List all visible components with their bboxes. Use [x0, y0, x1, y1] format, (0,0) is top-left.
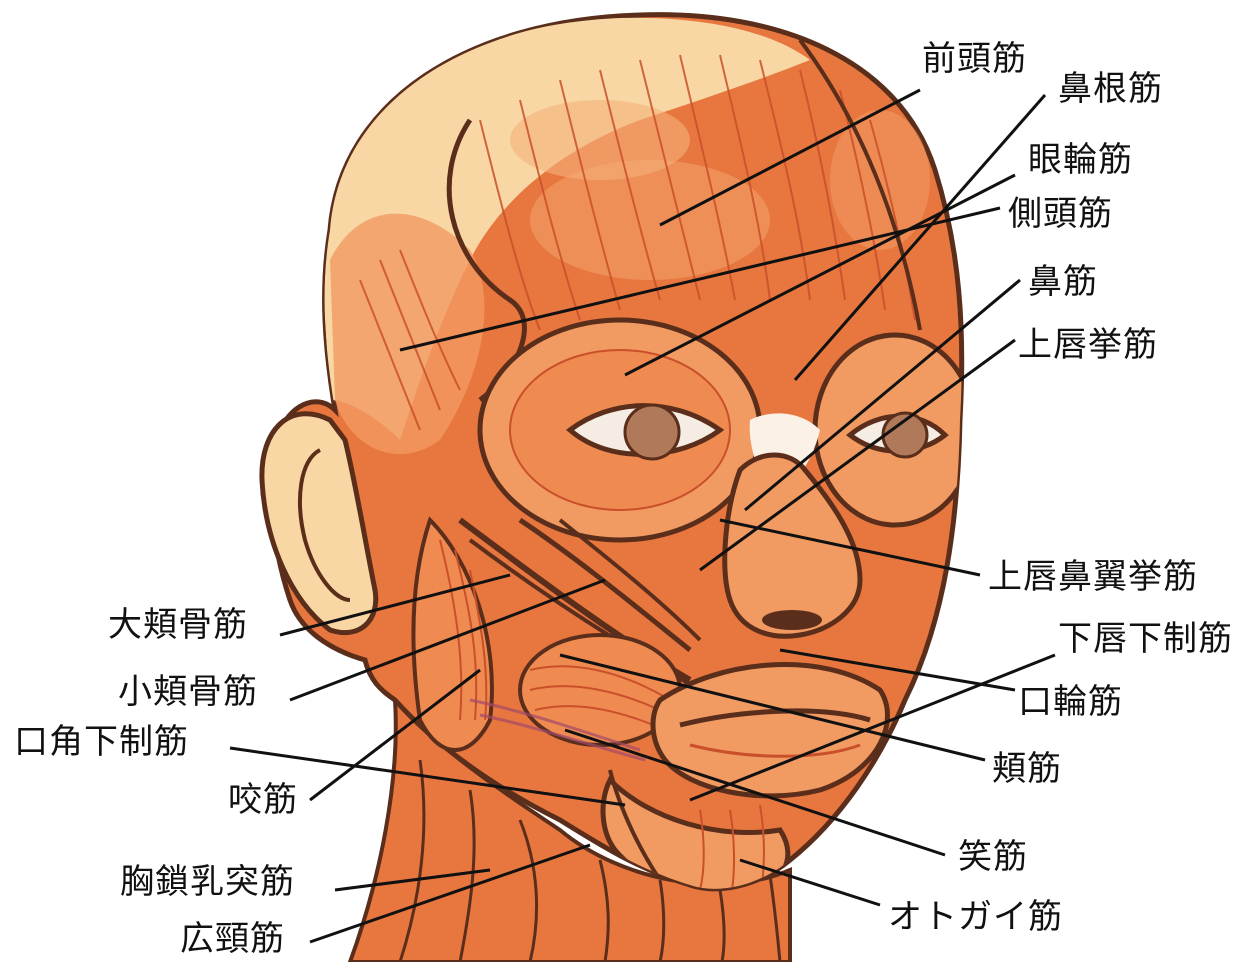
label-depressor-anguli-oris: 口角下制筋	[14, 725, 189, 759]
mouth	[653, 665, 887, 796]
label-depressor-labii-inferioris: 下唇下制筋	[1058, 622, 1233, 656]
label-masseter: 咬筋	[228, 783, 298, 817]
label-procerus: 鼻根筋	[1058, 72, 1163, 106]
label-frontalis: 前頭筋	[922, 42, 1027, 76]
label-orbicularis-oculi: 眼輪筋	[1028, 143, 1133, 177]
label-mentalis: オトガイ筋	[888, 900, 1063, 934]
label-nasalis: 鼻筋	[1028, 265, 1098, 299]
label-orbicularis-oris: 口輪筋	[1018, 685, 1123, 719]
label-platysma: 広頸筋	[180, 922, 285, 956]
label-buccinator: 頬筋	[992, 752, 1062, 786]
label-levator-labii-alaeque-nasi: 上唇鼻翼挙筋	[988, 560, 1198, 594]
label-sternocleidomastoid: 胸鎖乳突筋	[120, 865, 295, 899]
label-temporalis: 側頭筋	[1008, 197, 1113, 231]
label-zygomaticus-minor: 小頬骨筋	[118, 675, 258, 709]
label-risorius: 笑筋	[958, 840, 1028, 874]
label-levator-labii-superioris: 上唇挙筋	[1018, 328, 1158, 362]
label-zygomaticus-major: 大頬骨筋	[108, 608, 248, 642]
